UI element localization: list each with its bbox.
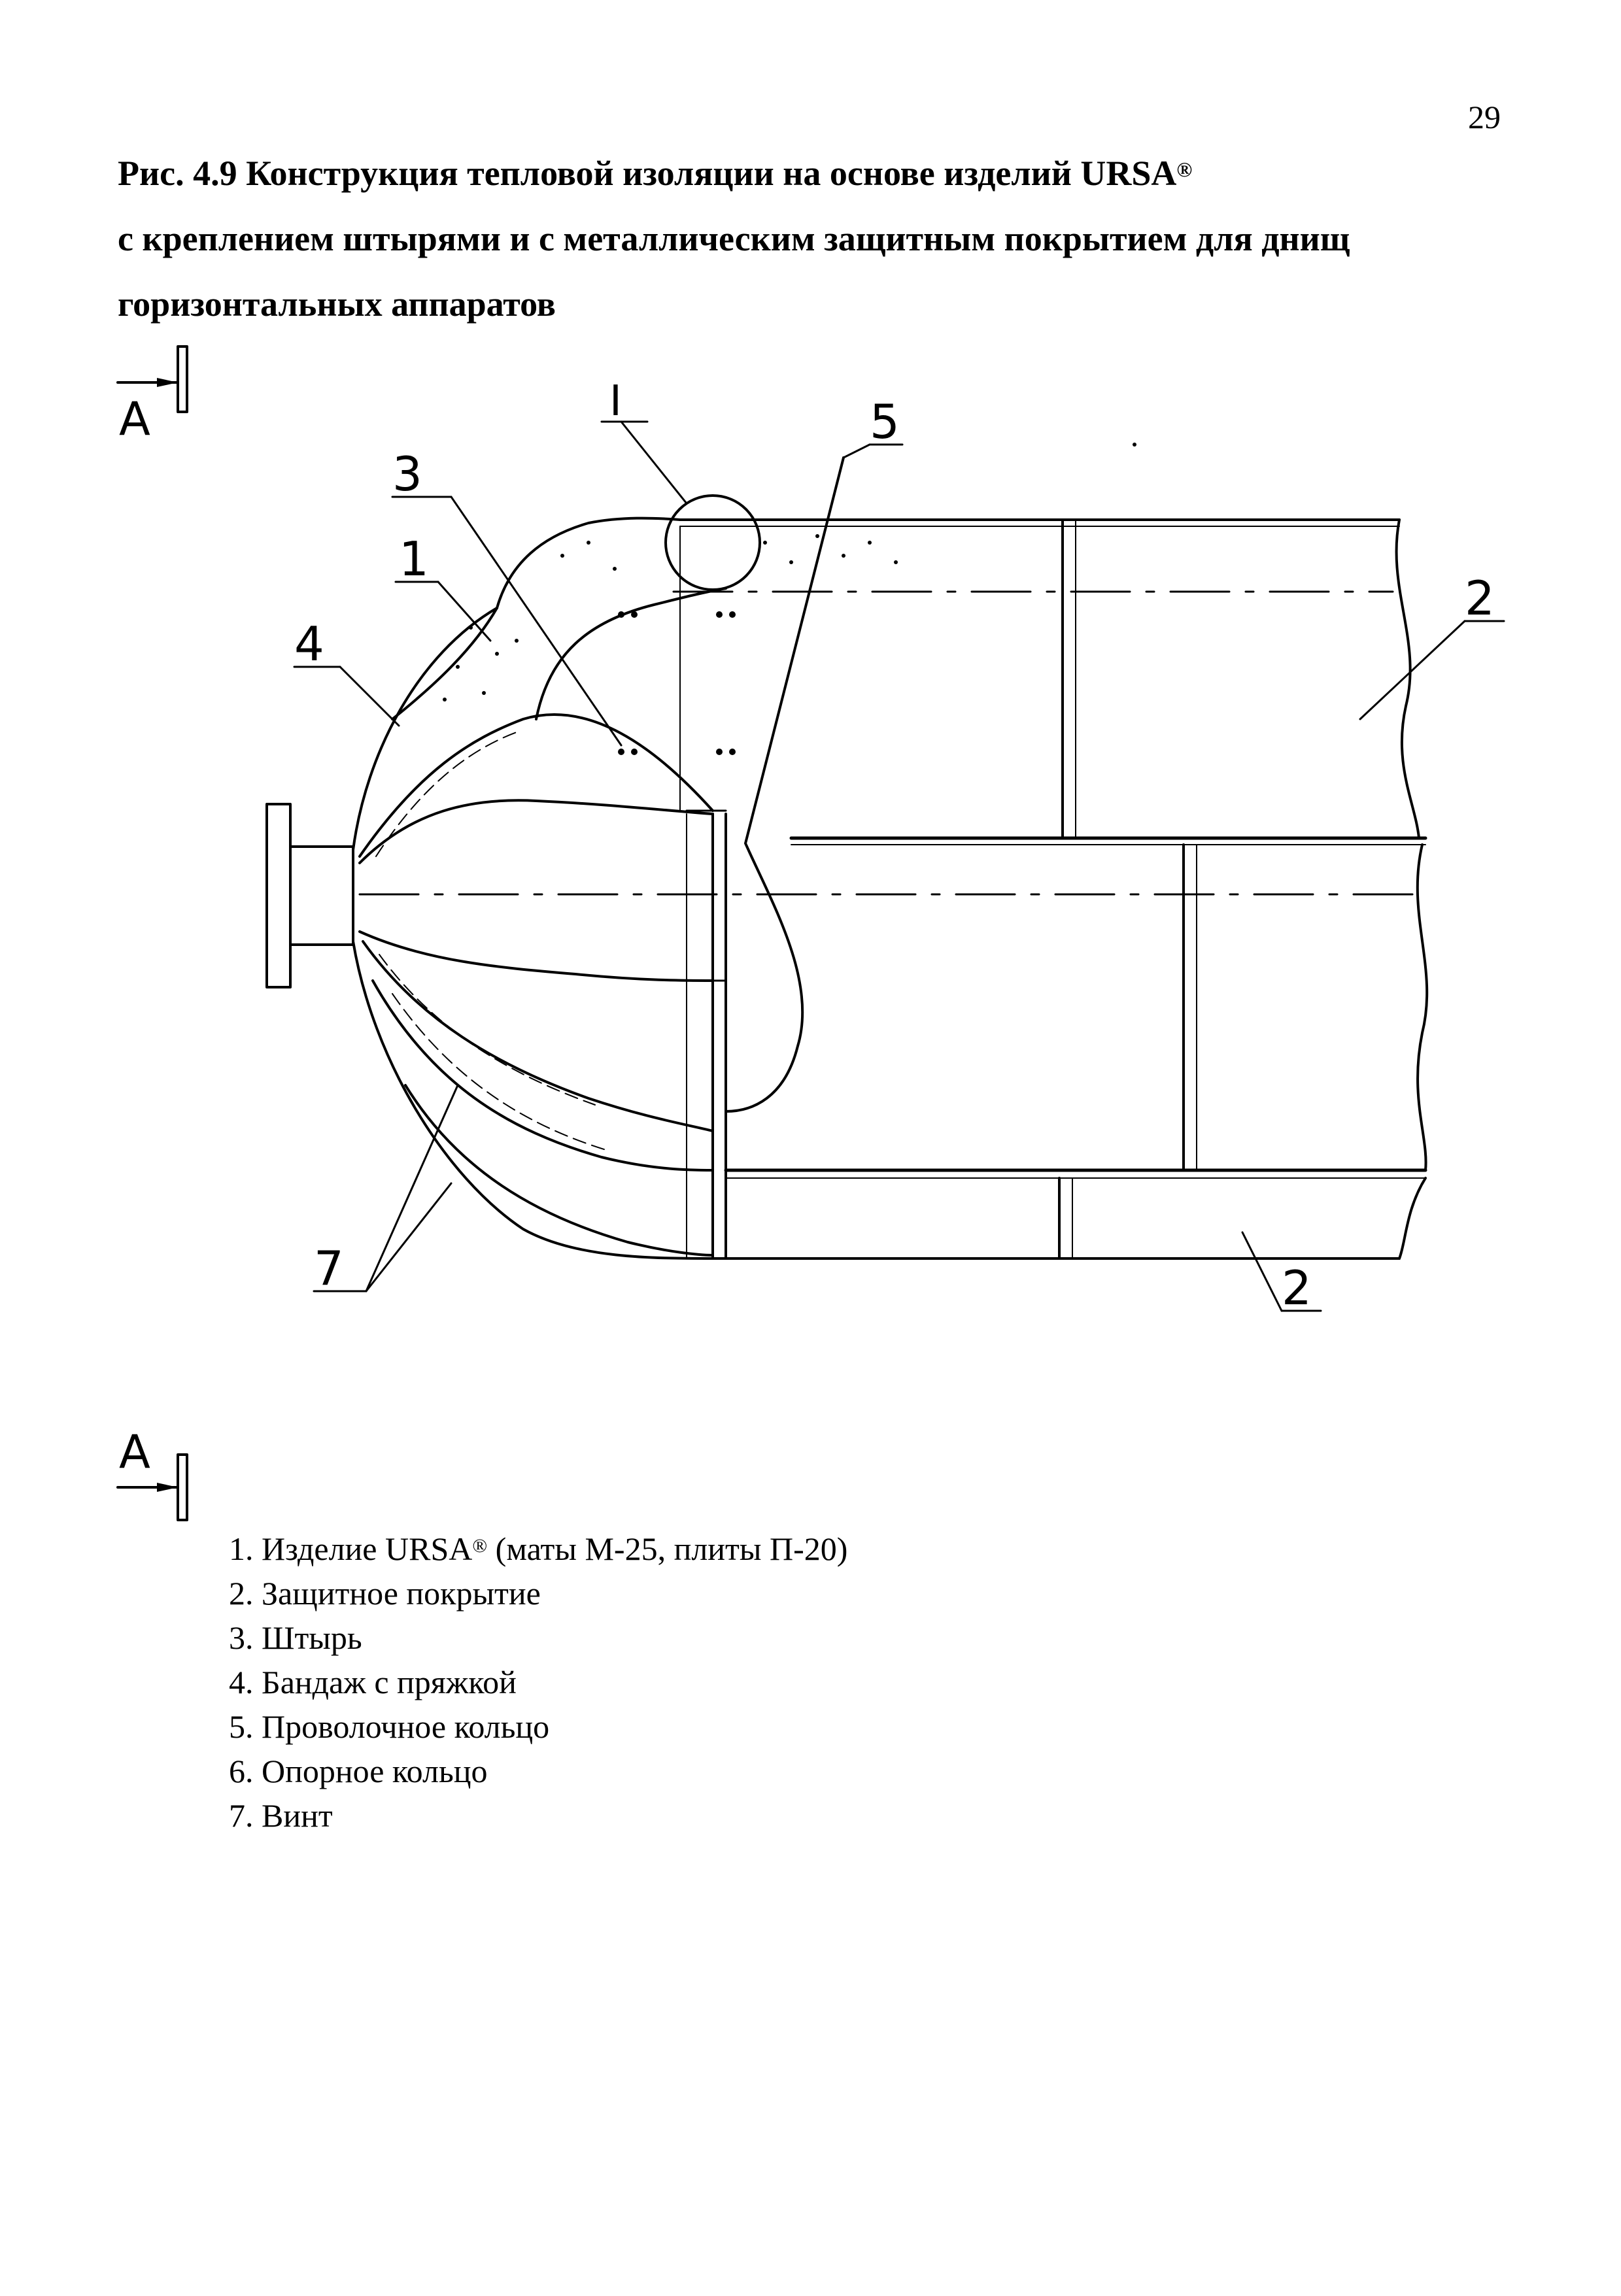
legend-item-5: 5. Проволочное кольцо: [229, 1708, 550, 1745]
callout-4: 4: [294, 616, 324, 671]
section-marker-bottom: А: [116, 1425, 188, 1521]
callout-2-bottom: 2: [1282, 1260, 1312, 1315]
callout-2-top: 2: [1465, 571, 1495, 626]
callout-3: 3: [392, 447, 422, 501]
legend-registered-mark: ®: [472, 1535, 488, 1557]
legend-item-1: 1. Изделие URSA® (маты М-25, плиты П-20): [229, 1530, 848, 1567]
callout-7: 7: [314, 1241, 344, 1296]
legend-item-4: 4. Бандаж с пряжкой: [229, 1664, 517, 1700]
legend-item-2: 2. Защитное покрытие: [229, 1575, 541, 1612]
caption-line-1: Рис. 4.9 Конструкция тепловой изоляции н…: [118, 154, 1193, 193]
caption-line-2: с креплением штырями и с металлическим з…: [118, 219, 1350, 258]
figure-caption: Рис. 4.9 Конструкция тепловой изоляции н…: [118, 141, 1524, 337]
nozzle-flange: [265, 803, 354, 988]
shell-outline: [679, 518, 1429, 1260]
page-number: 29: [1468, 99, 1501, 135]
legend-item-7: 7. Винт: [229, 1797, 333, 1834]
insulation-stipple: [443, 534, 898, 755]
section-marker-top: А: [116, 345, 188, 446]
dished-head: [352, 516, 727, 1260]
detail-label: I: [609, 377, 622, 426]
caption-line-3: горизонтальных аппаратов: [118, 284, 556, 324]
callout-leaders: [293, 443, 1505, 1312]
callout-1: 1: [399, 532, 429, 586]
section-label-bottom: А: [119, 1425, 150, 1479]
wire-ring: [725, 456, 845, 1113]
registered-mark: ®: [1176, 158, 1193, 181]
cladding-seams: [679, 518, 1197, 1260]
legend-item-6: 6. Опорное кольцо: [229, 1753, 488, 1789]
legend-item-3: 3. Штырь: [229, 1619, 362, 1656]
center-lines: [358, 590, 1414, 896]
section-label-top: А: [119, 392, 150, 446]
detail-circle: [664, 494, 761, 591]
callout-numbers: 1 2 2 3 4 5 7: [294, 394, 1495, 1315]
legend-list: 1. Изделие URSA® (маты М-25, плиты П-20)…: [229, 1527, 847, 1838]
callout-5: 5: [870, 394, 900, 449]
